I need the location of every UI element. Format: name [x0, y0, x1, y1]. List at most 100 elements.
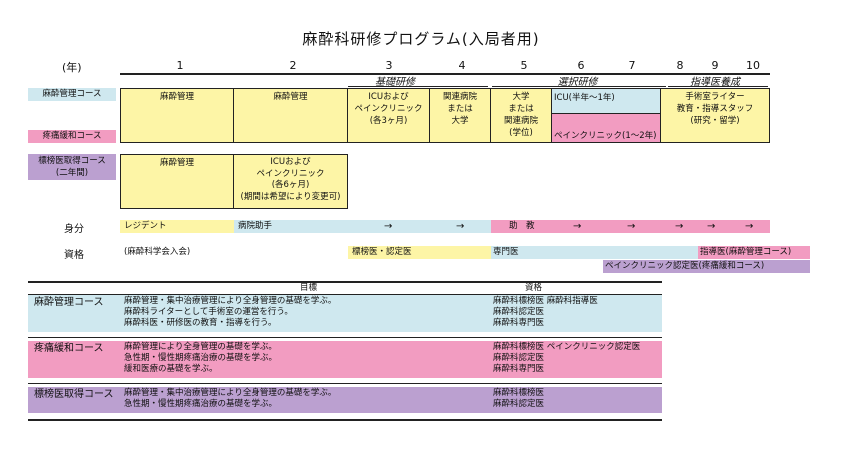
- board-y2-line4: (期間は希望により変更可): [240, 191, 341, 202]
- phase-selective: 選択研修: [557, 77, 598, 88]
- status-arrow-1: →: [384, 221, 393, 232]
- grid-y2-text: 麻酔管理: [273, 92, 308, 102]
- course-label-board: 標榜医取得コース (二年間): [28, 154, 116, 180]
- board-y1-text: 麻酔管理: [159, 158, 194, 168]
- table-row-anesthesia-qual-2: 麻酔科認定医: [493, 307, 545, 317]
- grid-y8-line2: 教育・指導スタッフ: [676, 104, 754, 114]
- course-label-board-line2: (二年間): [55, 168, 89, 178]
- table-rule-2: [28, 383, 662, 384]
- status-arrow-7: →: [745, 221, 754, 232]
- course-label-anesthesia-text: 麻酔管理コース: [42, 89, 102, 99]
- year-5: 5: [520, 59, 528, 72]
- grid-y4-affiliated: 関連病院 または 大学: [430, 88, 491, 143]
- table-top-rule: [28, 281, 662, 283]
- table-bottom-rule: [28, 419, 662, 421]
- table-header-goal: 目標: [300, 283, 318, 293]
- board-y1-anesthesia: 麻酔管理: [120, 154, 234, 209]
- table-row-board-goal-1: 麻酔管理・集中治療管理により全身管理の基礎を学ぶ。: [124, 388, 337, 398]
- table-rule-1: [28, 337, 662, 338]
- table-row-pain-goal-3: 緩和医療の基礎を学ぶ。: [124, 364, 218, 374]
- status-associate-text: 助 教: [509, 221, 535, 231]
- course-label-pain-text: 疼痛緩和コース: [42, 131, 102, 141]
- grid-y3-icu-pain: ICUおよび ペインクリニック (各3ヶ月): [348, 88, 430, 143]
- table-row-board-course: 標榜医取得コース: [34, 389, 114, 400]
- qual-society: (麻酔科学会入会): [124, 247, 191, 257]
- table-row-anesthesia: 麻酔管理コース 麻酔管理・集中治療管理により全身管理の基礎を学ぶ。 麻酔科ライタ…: [28, 295, 662, 332]
- qual-board: 標榜医・認定医: [348, 246, 491, 259]
- year-7: 7: [628, 59, 636, 72]
- year-4: 4: [458, 59, 466, 72]
- phase-basic-underline: [348, 86, 488, 87]
- table-row-pain-course: 疼痛緩和コース: [34, 343, 104, 354]
- status-assistant-text: 病院助手: [238, 221, 273, 231]
- table-row-pain-goal-1: 麻酔管理により全身管理の基礎を学ぶ。: [124, 342, 277, 352]
- status-assistant: 病院助手 → →: [234, 220, 491, 233]
- status-row-label: 身分: [64, 224, 84, 235]
- grid-y3-line2: ペインクリニック: [354, 104, 423, 114]
- status-arrow-6: →: [707, 221, 716, 232]
- course-label-board-line1: 標榜医取得コース: [38, 156, 106, 166]
- table-row-pain-qual-1: 麻酔科標榜医 ペインクリニック認定医: [493, 342, 641, 352]
- qual-instructor-text: 指導医(麻酔管理コース): [700, 247, 792, 257]
- year-6: 6: [577, 59, 585, 72]
- grid-y5-line2: または: [508, 104, 534, 114]
- table-row-pain-qual-2: 麻酔科認定医: [493, 353, 545, 363]
- status-associate: 助 教 → → → → →: [491, 220, 770, 233]
- table-row-anesthesia-qual-3: 麻酔科専門医: [493, 318, 545, 328]
- board-y2-line2: ペインクリニック: [256, 168, 325, 179]
- grid-y1-anesthesia: 麻酔管理: [120, 88, 234, 143]
- page-title: 麻酔科研修プログラム(入局者用): [302, 30, 540, 48]
- phase-instructor-underline: [668, 86, 768, 87]
- qualification-row-label: 資格: [64, 250, 84, 261]
- status-arrow-3: →: [573, 221, 582, 232]
- qual-specialist: 専門医: [491, 246, 698, 259]
- phase-instructor: 指導医養成: [690, 77, 740, 88]
- table-row-board: 標榜医取得コース 麻酔管理・集中治療管理により全身管理の基礎を学ぶ。 急性期・慢…: [28, 387, 662, 413]
- status-arrow-4: →: [627, 221, 636, 232]
- table-row-anesthesia-goal-2: 麻酔科ライターとして手術室の運営を行う。: [124, 307, 293, 317]
- course-label-pain: 疼痛緩和コース: [28, 130, 116, 143]
- year-axis-line: [120, 73, 770, 75]
- qual-pain-cert: ペインクリニック認定医(疼痛緩和コース): [603, 260, 810, 273]
- table-row-anesthesia-qual-1: 麻酔科標榜医 麻酔科指導医: [493, 296, 598, 306]
- grid-pain-clinic-text: ペインクリニック(1～2年): [554, 131, 657, 141]
- grid-pain-clinic: ペインクリニック(1～2年): [552, 114, 661, 143]
- grid-icu: ICU(半年～1年): [552, 88, 661, 114]
- table-row-anesthesia-course: 麻酔管理コース: [34, 297, 104, 308]
- course-label-anesthesia: 麻酔管理コース: [28, 88, 116, 101]
- grid-y2-anesthesia: 麻酔管理: [234, 88, 348, 143]
- table-row-anesthesia-goal-3: 麻酔科医・研修医の教育・指導を行う。: [124, 318, 277, 328]
- grid-y4-line1: 関連病院: [442, 92, 477, 102]
- grid-icu-text: ICU(半年～1年): [554, 93, 615, 103]
- qual-instructor: 指導医(麻酔管理コース): [698, 246, 810, 259]
- table-header-qual: 資格: [525, 283, 543, 293]
- year-9: 9: [711, 59, 719, 72]
- year-unit-label: (年): [62, 61, 82, 74]
- grid-y4-line3: 大学: [451, 116, 469, 126]
- grid-y5-line1: 大学: [512, 92, 530, 102]
- table-row-pain-qual-3: 麻酔科専門医: [493, 364, 545, 374]
- table-header-rule: [28, 294, 662, 295]
- board-y2-line3: (各6ヶ月): [271, 180, 310, 190]
- status-resident: レジデント: [120, 220, 234, 233]
- status-arrow-5: →: [675, 221, 684, 232]
- grid-y8-line1: 手術室ライター: [685, 92, 745, 102]
- status-arrow-2: →: [456, 221, 465, 232]
- table-row-board-qual-2: 麻酔科認定医: [493, 399, 545, 409]
- table-row-pain-goal-2: 急性期・慢性期疼痛治療の基礎を学ぶ。: [124, 353, 278, 363]
- grid-y3-line1: ICUおよび: [368, 92, 409, 102]
- year-10: 10: [746, 59, 760, 72]
- year-3: 3: [385, 59, 393, 72]
- phase-selective-underline: [492, 86, 666, 87]
- board-y2-line1: ICUおよび: [270, 157, 311, 167]
- status-resident-text: レジデント: [124, 221, 167, 231]
- grid-y5-university: 大学 または 関連病院 (学位): [491, 88, 552, 143]
- qual-specialist-text: 専門医: [493, 247, 519, 257]
- grid-y3-line3: (各3ヶ月): [369, 116, 408, 126]
- year-8: 8: [676, 59, 684, 72]
- table-row-board-goal-2: 急性期・慢性期疼痛治療の基礎を学ぶ。: [124, 399, 278, 409]
- qual-pain-cert-text: ペインクリニック認定医(疼痛緩和コース): [605, 261, 765, 271]
- table-row-anesthesia-goal-1: 麻酔管理・集中治療管理により全身管理の基礎を学ぶ。: [124, 296, 337, 306]
- grid-y1-text: 麻酔管理: [159, 92, 194, 102]
- board-y2-icu-pain: ICUおよび ペインクリニック (各6ヶ月) (期間は希望により変更可): [234, 154, 348, 209]
